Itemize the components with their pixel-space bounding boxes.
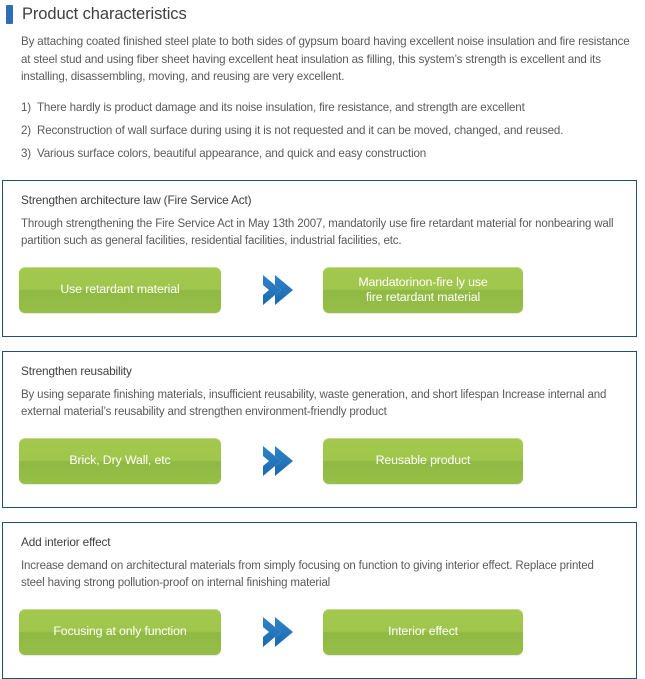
- characteristics-list: 1) There hardly is product damage and it…: [21, 99, 645, 162]
- panel-add-interior-effect: Add interior effect Increase demand on a…: [2, 521, 637, 679]
- flow-row: Brick, Dry Wall, etc Reusable product: [3, 427, 636, 497]
- panel-strengthen-architecture-law: Strengthen architecture law (Fire Servic…: [2, 179, 637, 337]
- list-item-text: There hardly is product damage and its n…: [37, 100, 525, 114]
- panel-heading: Strengthen reusability: [21, 363, 132, 378]
- panel-description: Increase demand on architectural materia…: [21, 559, 594, 589]
- panel-strengthen-reusability: Strengthen reusability By using separate…: [2, 350, 637, 508]
- list-item: 2) Reconstruction of wall surface during…: [21, 122, 645, 139]
- panel-description: By using separate finishing materials, i…: [21, 388, 607, 418]
- list-item: 3) Various surface colors, beautiful app…: [21, 145, 645, 162]
- flow-row: Use retardant material Mandatorinon-fire…: [3, 256, 636, 326]
- flow-box-to-label: Interior effect: [388, 624, 458, 638]
- panel-heading: Add interior effect: [21, 534, 111, 549]
- title-accent-bar: [6, 4, 13, 24]
- flow-box-to[interactable]: Reusable product: [323, 437, 523, 484]
- list-item: 1) There hardly is product damage and it…: [21, 99, 645, 116]
- panel-description: Through strengthening the Fire Service A…: [21, 217, 614, 247]
- flow-box-to-label: Mandatorinon-fire ly use fire retardant …: [358, 275, 487, 305]
- flow-box-to-line1: Mandatorinon-fire ly use: [358, 274, 488, 289]
- list-item-text: Reconstruction of wall surface during us…: [37, 123, 564, 137]
- panel-bottom-pad: [3, 668, 636, 678]
- intro-paragraph: By attaching coated finished steel plate…: [21, 35, 630, 83]
- page-title-row: Product characteristics: [0, 0, 645, 25]
- flow-box-to-line2: fire retardant material: [365, 289, 481, 304]
- flow-box-from[interactable]: Use retardant material: [19, 266, 221, 313]
- list-item-number: 2): [21, 123, 32, 137]
- flow-box-to[interactable]: Mandatorinon-fire ly use fire retardant …: [323, 266, 523, 313]
- chevron-right-icon: [255, 268, 299, 312]
- flow-box-from[interactable]: Brick, Dry Wall, etc: [19, 437, 221, 484]
- flow-box-from-label: Use retardant material: [60, 282, 180, 296]
- chevron-right-icon: [255, 439, 299, 483]
- flow-box-to-label: Reusable product: [375, 453, 471, 467]
- page-title: Product characteristics: [22, 4, 187, 23]
- list-item-number: 1): [21, 100, 32, 114]
- flow-box-from-label: Focusing at only function: [53, 624, 187, 638]
- flow-row: Focusing at only function Interior effec…: [3, 598, 636, 668]
- panel-heading: Strengthen architecture law (Fire Servic…: [21, 192, 252, 207]
- flow-box-to[interactable]: Interior effect: [323, 608, 523, 655]
- list-item-text: Various surface colors, beautiful appear…: [37, 146, 427, 160]
- panel-bottom-pad: [3, 497, 636, 507]
- list-item-number: 3): [21, 146, 32, 160]
- panel-bottom-pad: [3, 326, 636, 336]
- flow-box-from[interactable]: Focusing at only function: [19, 608, 221, 655]
- flow-box-from-label: Brick, Dry Wall, etc: [69, 453, 171, 467]
- chevron-right-icon: [255, 610, 299, 654]
